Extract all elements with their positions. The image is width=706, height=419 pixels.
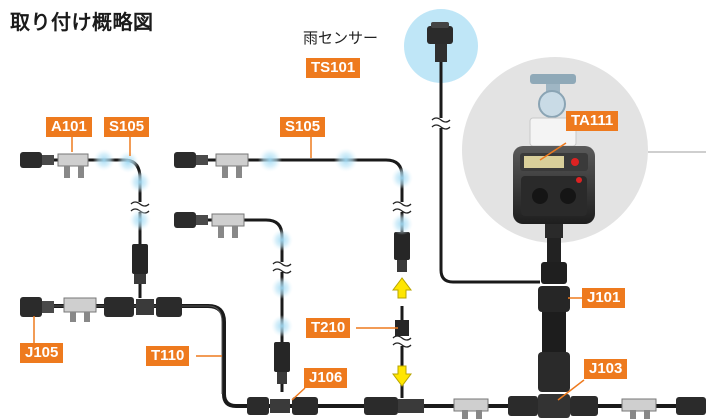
label-ts101: TS101 [306, 58, 361, 78]
label-s105-middle: S105 [280, 117, 326, 137]
leader-lines [33, 137, 585, 401]
timer-outlet-assembly [538, 238, 570, 392]
label-t210: T210 [306, 318, 351, 338]
main-pipe [30, 304, 706, 408]
branch-top [174, 152, 412, 272]
mist-nozzles [93, 148, 413, 337]
main-pipe-fittings [20, 297, 706, 419]
label-j106: J106 [304, 368, 348, 388]
label-s105-left: S105 [104, 117, 150, 137]
diagram-title: 取り付け概略図 [10, 10, 154, 34]
label-ta111: TA111 [566, 111, 619, 131]
sensor-cable [431, 62, 540, 284]
label-a101: A101 [46, 117, 92, 137]
rain-sensor-caption: 雨センサー [303, 29, 379, 47]
label-j103: J103 [584, 359, 628, 379]
label-t110: T110 [146, 346, 190, 366]
label-j101: J101 [582, 288, 626, 308]
rain-sensor-bubble [404, 9, 478, 83]
timer-device [513, 146, 595, 238]
flow-arrows [392, 277, 412, 387]
branch-left [20, 152, 150, 298]
label-j105: J105 [20, 343, 64, 363]
